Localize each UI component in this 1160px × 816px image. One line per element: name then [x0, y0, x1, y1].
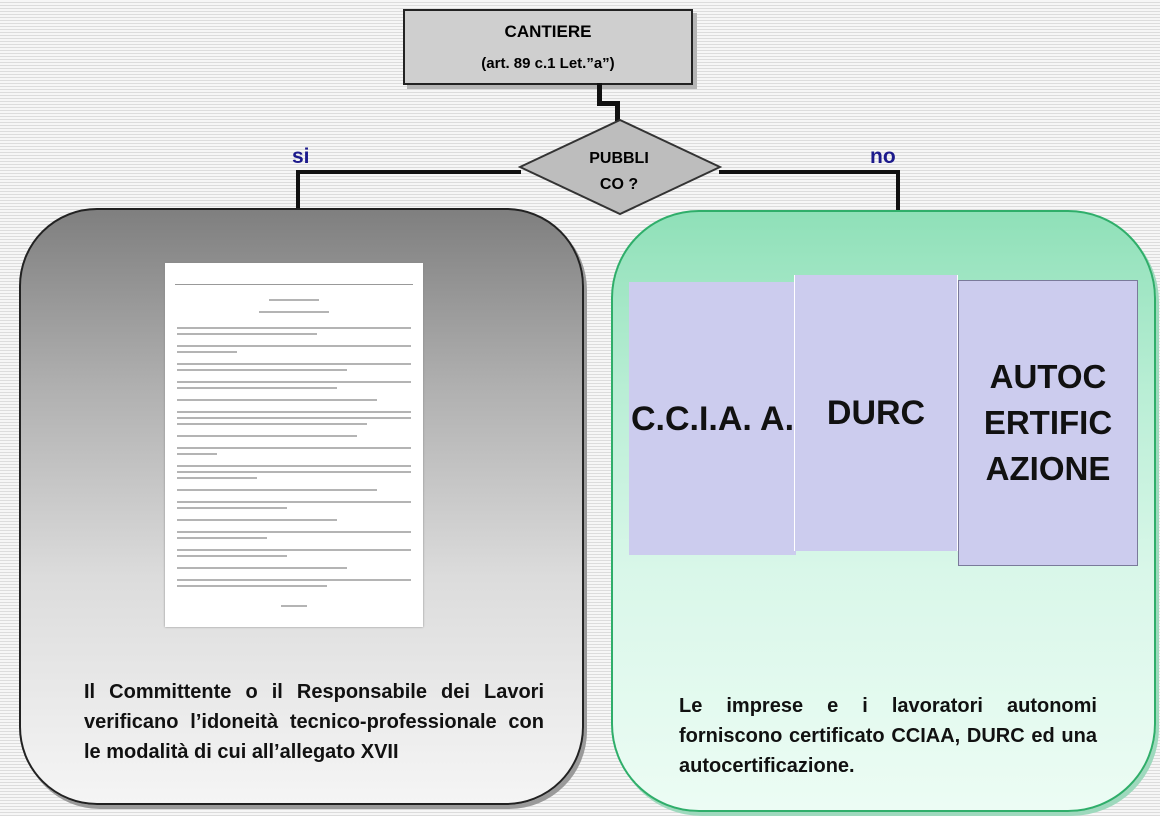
connector-top-vertical-2	[615, 101, 620, 121]
left-panel-description: Il Committente o il Responsabile dei Lav…	[84, 681, 544, 763]
cantiere-subtitle: (art. 89 c.1 Let.”a”)	[481, 55, 615, 72]
branch-label-no: no	[870, 145, 896, 168]
connector-no-horizontal	[719, 170, 899, 174]
allegato-xvii-document-thumbnail	[165, 263, 423, 627]
right-panel-description: Le imprese e i lavoratori autonomi forni…	[679, 695, 1097, 777]
decision-diamond	[518, 118, 722, 216]
connector-yes-horizontal	[299, 170, 521, 174]
connector-top-vertical-1	[597, 83, 602, 105]
decision-label: PUBBLI CO ?	[565, 146, 673, 198]
cciaa-box: C.C.I.A. A.	[629, 282, 796, 555]
durc-box: DURC	[794, 275, 958, 551]
connector-top-horizontal	[597, 101, 620, 106]
cantiere-box: CANTIERE (art. 89 c.1 Let.”a”)	[403, 9, 693, 85]
autocertificazione-box: AUTOC ERTIFIC AZIONE	[958, 280, 1138, 566]
decision-label-line-1: PUBBLI	[589, 150, 649, 167]
cantiere-title: CANTIERE	[504, 22, 592, 41]
branch-label-yes: si	[292, 145, 310, 168]
connector-yes-vertical	[296, 170, 300, 211]
connector-no-vertical	[896, 170, 900, 213]
decision-label-line-2: CO ?	[599, 176, 639, 193]
